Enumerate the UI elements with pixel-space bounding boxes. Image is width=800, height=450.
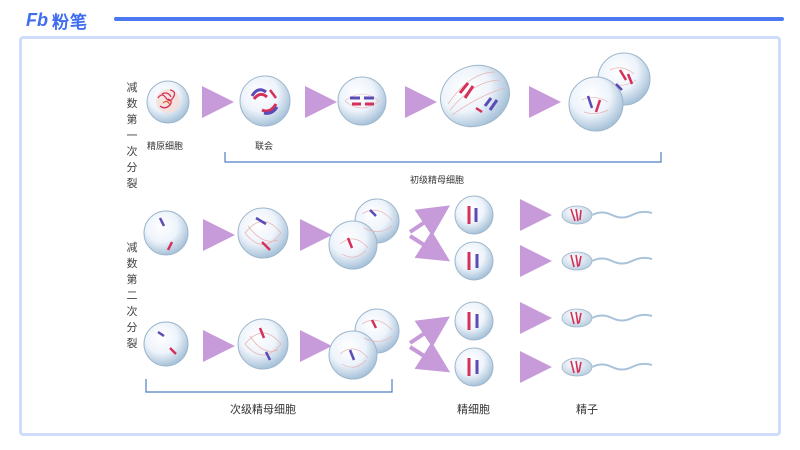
- brand-logo-mark: Fb: [26, 10, 48, 30]
- arrow-10b: [408, 341, 451, 373]
- brand-name: 粉笔: [52, 13, 88, 33]
- secondary-spermatocyte-label: 次级精母细胞: [230, 403, 296, 416]
- spermatid-label: 精细胞: [457, 403, 490, 416]
- secondary-spermatocyte-bracket: [145, 379, 393, 393]
- primary-spermatocyte-label: 初级精母细胞: [410, 176, 465, 186]
- metaphase-one-cell: [337, 76, 387, 126]
- anaphase-two-cells-bottom: [328, 308, 400, 380]
- anaphase-one-cell: [440, 64, 510, 128]
- spermatid-3: [454, 301, 494, 341]
- sperm-3: [561, 308, 653, 328]
- arrow-7b: [408, 230, 451, 262]
- metaphase-two-cell-bottom: [237, 318, 289, 370]
- primary-spermatocyte-bracket: [224, 152, 662, 163]
- spermatid-4: [454, 347, 494, 387]
- header-rule: [114, 17, 784, 21]
- sperm-1: [561, 205, 653, 225]
- spermatogonium-cell: [146, 80, 190, 124]
- synapsis-cell: [239, 75, 291, 127]
- arrow-10a: [408, 316, 450, 348]
- metaphase-two-cell-top: [237, 207, 289, 259]
- brand-logo: Fb 粉笔: [26, 8, 88, 33]
- meiosis-one-label: 减数第一次分裂: [126, 81, 138, 190]
- sperm-4: [561, 357, 653, 377]
- synapsis-label: 联会: [255, 142, 274, 152]
- anaphase-two-cells-top: [328, 198, 400, 270]
- telophase-one-cells: [568, 52, 651, 132]
- spermatogonium-label: 精原细胞: [147, 142, 184, 152]
- content-frame: [19, 36, 781, 436]
- meiosis-two-label: 减数第二次分裂: [126, 241, 138, 350]
- spermatid-2: [454, 241, 494, 281]
- secondary-spermatocyte-cell-bottom: [143, 321, 189, 367]
- sperm-2: [561, 251, 653, 271]
- spermatid-1: [454, 195, 494, 235]
- arrow-7a: [408, 205, 450, 237]
- secondary-spermatocyte-cell-top: [143, 210, 189, 256]
- sperm-label: 精子: [576, 403, 598, 416]
